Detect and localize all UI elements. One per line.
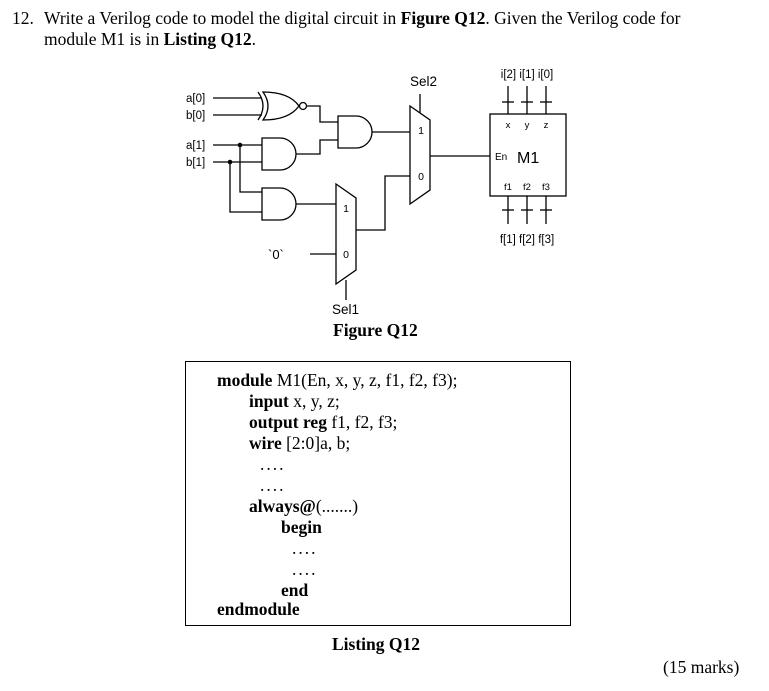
port-x: x <box>506 120 511 131</box>
bus-out-label: f[1] f[2] f[3] <box>500 234 554 246</box>
code-line-module: module M1(En, x, y, z, f1, f2, f3); <box>217 370 458 390</box>
code-line-input: input x, y, z; <box>249 391 340 411</box>
mux-upper-in1: 1 <box>418 125 424 137</box>
mux-lower-in1: 1 <box>343 203 349 215</box>
mux-upper <box>409 104 431 206</box>
code-line-begin: begin <box>281 517 322 537</box>
figure-caption: Figure Q12 <box>333 320 418 340</box>
label-a0: a[0] <box>186 93 205 105</box>
label-b0: b[0] <box>186 110 205 122</box>
code-line-dots-4: .... <box>292 559 318 579</box>
sel1-label: Sel1 <box>332 302 359 317</box>
label-b1: b[1] <box>186 157 205 169</box>
marks-label: (15 marks) <box>663 657 740 677</box>
code-line-wire: wire [2:0]a, b; <box>249 433 351 453</box>
question-line-1: 12.Write a Verilog code to model the dig… <box>12 8 681 28</box>
code-listing: module M1(En, x, y, z, f1, f2, f3); inpu… <box>185 361 571 626</box>
mux-upper-in0: 0 <box>418 171 424 183</box>
code-line-dots-1: .... <box>260 454 286 474</box>
label-a1: a[1] <box>186 140 205 152</box>
code-line-dots-2: .... <box>260 475 286 495</box>
junction-dot <box>227 159 233 165</box>
sel2-label: Sel2 <box>410 74 437 89</box>
module-name: M1 <box>517 150 539 167</box>
question-number: 12. <box>12 8 34 28</box>
code-line-endmodule: endmodule <box>217 599 300 619</box>
module-m1-box <box>489 113 567 197</box>
port-f3: f3 <box>542 182 550 193</box>
listing-caption: Listing Q12 <box>332 634 421 654</box>
code-line-output: output reg f1, f2, f3; <box>249 412 398 432</box>
code-line-end: end <box>281 580 309 600</box>
question-text: 12.Write a Verilog code to model the dig… <box>12 8 752 50</box>
bus-in-label: i[2] i[1] i[0] <box>501 69 553 81</box>
question-line-2: module M1 is in Listing Q12. <box>44 29 256 49</box>
port-y: y <box>525 120 530 131</box>
and-gate-1 <box>261 137 297 171</box>
code-line-dots-3: .... <box>292 538 318 558</box>
port-f2: f2 <box>523 182 531 193</box>
port-f1: f1 <box>504 182 512 193</box>
port-en: En <box>495 152 507 163</box>
code-line-always: always@(.......) <box>249 496 359 516</box>
mux-lower-in0: 0 <box>343 249 349 261</box>
xnor-gate <box>257 91 308 121</box>
mux-lower <box>335 182 357 286</box>
and-gate-2 <box>337 115 373 149</box>
circuit-diagram: a[0] b[0] a[1] b[1] 1 0 1 0 Sel2 Sel1 `0… <box>186 69 567 317</box>
junction-dot <box>237 142 243 148</box>
port-z: z <box>544 120 549 131</box>
constant-zero: `0` <box>268 247 284 262</box>
and-gate-3 <box>261 187 297 221</box>
